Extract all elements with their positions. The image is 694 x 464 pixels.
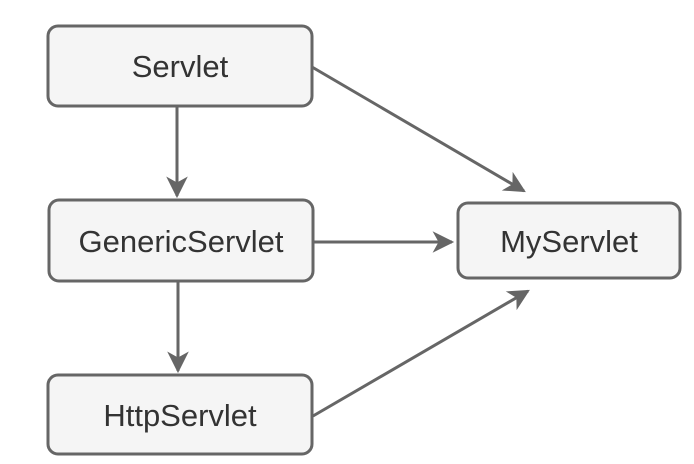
node-servlet: Servlet	[46, 24, 314, 108]
node-servlet-box	[46, 24, 314, 108]
node-servlet-label: Servlet	[132, 49, 229, 84]
node-genericservlet-box	[47, 198, 315, 283]
node-myservlet-box	[456, 201, 682, 280]
edge-servlet-to-myservlet	[311, 65, 526, 193]
edge-httpservlet-to-myservlet	[312, 289, 530, 418]
node-httpservlet-label: HttpServlet	[103, 398, 257, 433]
node-httpservlet: HttpServlet	[46, 373, 314, 456]
node-myservlet: MyServlet	[456, 201, 682, 280]
node-genericservlet-label: GenericServlet	[78, 224, 283, 259]
diagram-edges	[166, 65, 530, 418]
node-genericservlet: GenericServlet	[47, 198, 315, 283]
node-myservlet-label: MyServlet	[500, 224, 638, 259]
node-httpservlet-box	[46, 373, 314, 456]
